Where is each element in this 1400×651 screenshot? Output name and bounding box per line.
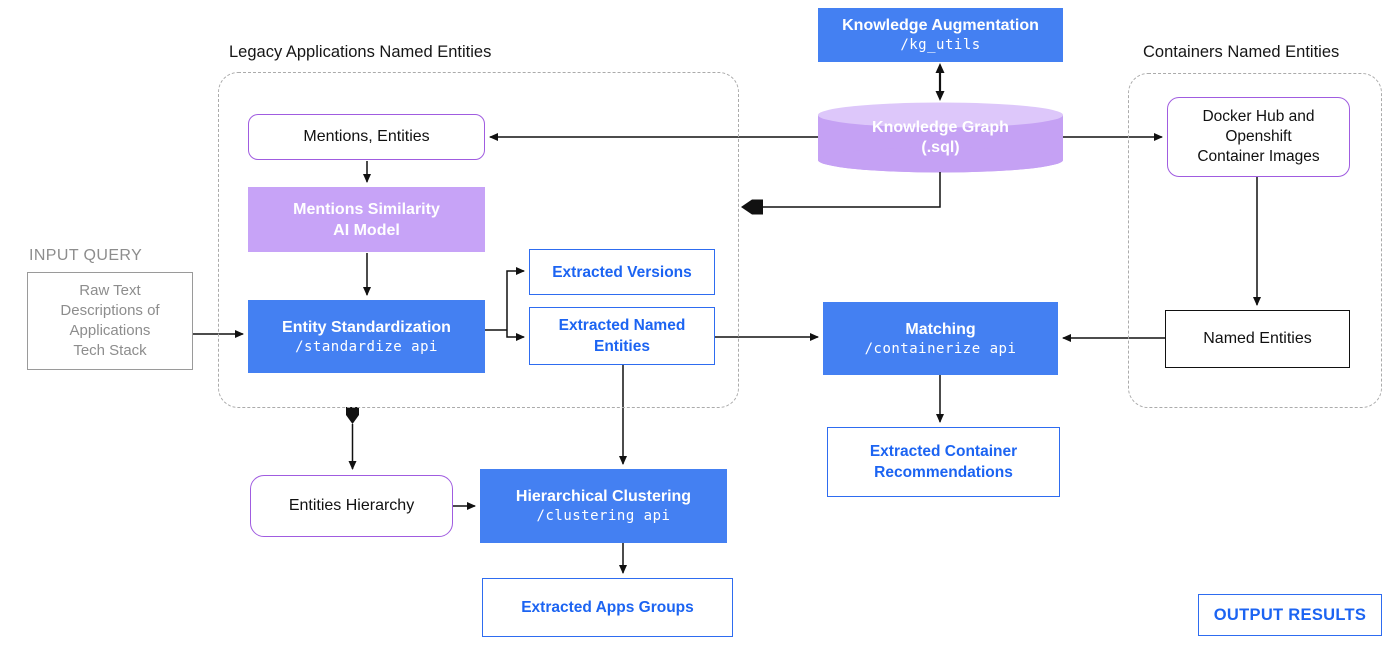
arrow-standardization-to-versions (506, 267, 525, 330)
node-knowledge-graph: Knowledge Graph (.sql) (872, 119, 1009, 156)
node-extracted-container-recommendations: Extracted Container Recommendations (827, 427, 1060, 497)
input-query-label: INPUT QUERY (29, 247, 143, 264)
node-hierarchical-clustering: Hierarchical Clustering /clustering api (480, 469, 727, 543)
database-cylinder-icon (818, 102, 1063, 173)
containers-group-title: Containers Named Entities (1143, 43, 1340, 61)
matching-title: Matching (905, 320, 976, 338)
node-entities-hierarchy: Entities Hierarchy (250, 475, 453, 537)
node-matching: Matching /containerize api (823, 302, 1058, 375)
node-extracted-named-entities: Extracted Named Entities (529, 307, 715, 365)
extracted-container-recommendations-label: Extracted Container Recommendations (869, 443, 1018, 481)
node-mentions-entities: Mentions, Entities (248, 114, 485, 160)
node-docker-hub: Docker Hub and Openshift Container Image… (1167, 97, 1350, 177)
thick-arrowhead-down-icon (346, 407, 359, 424)
node-named-entities: Named Entities (1165, 310, 1350, 368)
node-knowledge-augmentation: Knowledge Augmentation /kg_utils (818, 8, 1063, 62)
named-entities-label: Named Entities (1203, 330, 1312, 347)
arrow-augmentation-kg-bidirectional (935, 63, 945, 101)
output-results-label: OUTPUT RESULTS (1213, 605, 1367, 624)
node-mentions-similarity: Mentions Similarity AI Model (248, 187, 485, 252)
knowledge-augmentation-api: /kg_utils (900, 37, 981, 53)
mentions-similarity-label: Mentions Similarity AI Model (293, 200, 440, 239)
mentions-entities-label: Mentions, Entities (303, 128, 430, 145)
group-containers (1128, 73, 1382, 408)
hierarchical-clustering-title: Hierarchical Clustering (515, 488, 692, 505)
knowledge-augmentation-title: Knowledge Augmentation (842, 17, 1039, 34)
node-extracted-apps-groups: Extracted Apps Groups (482, 578, 733, 637)
entities-hierarchy-label: Entities Hierarchy (288, 497, 415, 514)
entity-standardization-api: /standardize api (295, 338, 438, 355)
extracted-apps-groups-label: Extracted Apps Groups (521, 599, 694, 616)
docker-hub-label: Docker Hub and Openshift Container Image… (1197, 108, 1320, 165)
node-extracted-versions: Extracted Versions (529, 249, 715, 295)
arrow-standardization-to-named-entities (506, 330, 525, 341)
extracted-named-entities-label: Extracted Named Entities (558, 317, 686, 355)
hierarchical-clustering-api: /clustering api (536, 508, 671, 524)
thick-arrowhead-left-icon (741, 199, 763, 215)
matching-api: /containerize api (864, 340, 1017, 357)
node-output-results: OUTPUT RESULTS (1198, 594, 1382, 636)
entity-standardization-title: Entity Standardization (282, 318, 451, 336)
legacy-group-title: Legacy Applications Named Entities (229, 43, 492, 61)
node-entity-standardization: Entity Standardization /standardize api (248, 300, 485, 373)
input-query-box: Raw Text Descriptions of Applications Te… (27, 272, 193, 370)
input-query-text: Raw Text Descriptions of Applications Te… (60, 282, 160, 359)
extracted-versions-label: Extracted Versions (552, 263, 692, 281)
arrow-kg-to-legacy-group (757, 172, 941, 208)
group-legacy-applications (218, 72, 739, 408)
